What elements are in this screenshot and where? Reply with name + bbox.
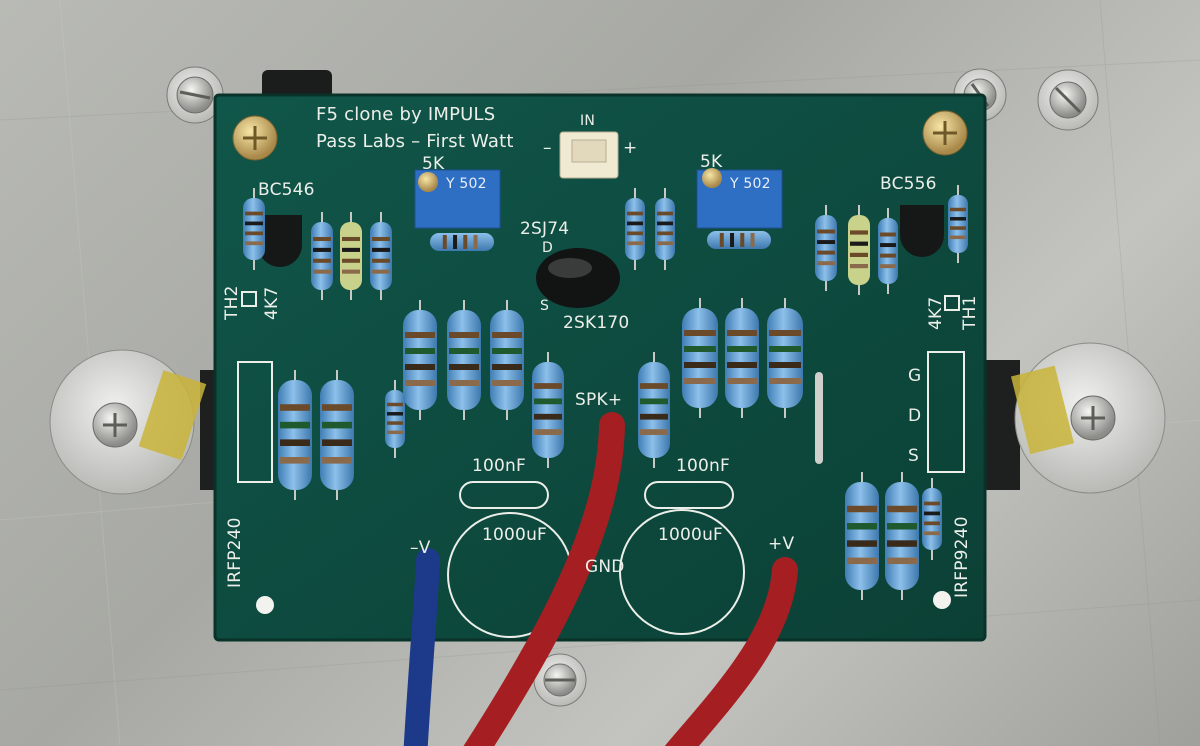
resistor — [885, 472, 919, 600]
mosfet-clamp-right — [1010, 342, 1166, 494]
mosfet-pads-left — [237, 361, 273, 483]
jfet-pair — [536, 248, 620, 308]
wire-positive-red — [664, 557, 798, 746]
pcb-screw-left — [232, 115, 278, 161]
bc546-label: BC546 — [258, 180, 315, 200]
cap-1000uf-right-label: 1000uF — [658, 525, 724, 545]
resistor — [725, 298, 759, 418]
resistor — [311, 212, 333, 300]
cap-100nf-right-label: 100nF — [676, 456, 731, 476]
transistor-bc546 — [258, 215, 302, 267]
cap-100nf-left-label: 100nF — [472, 456, 527, 476]
irfp9240-label: IRFP9240 — [952, 516, 972, 598]
transistor-bc556 — [900, 205, 944, 257]
resistor — [878, 208, 898, 294]
ntc-left-label: 4K7 — [262, 286, 282, 320]
resistor — [638, 352, 670, 468]
cap-100nf-left — [459, 481, 549, 509]
trimmer-left — [414, 169, 501, 229]
resistor — [948, 185, 968, 263]
pcb — [213, 93, 987, 642]
resistor — [655, 188, 675, 270]
trimmer-left-code: Y 502 — [446, 176, 487, 192]
th1-label: TH1 — [960, 295, 980, 330]
cap-1000uf-left-label: 1000uF — [482, 525, 548, 545]
negative-v-label: –V — [410, 538, 431, 558]
resistor — [845, 472, 879, 600]
pcb-screw-right — [922, 110, 968, 156]
board-title-line2: Pass Labs – First Watt — [316, 131, 514, 152]
resistor — [278, 370, 312, 500]
input-plus-label: + — [623, 138, 638, 158]
trimmer-right — [696, 168, 783, 229]
resistor — [815, 205, 837, 291]
trimmer-right-value: 5K — [700, 152, 723, 172]
resistor — [320, 370, 354, 500]
cap-1000uf-right — [619, 509, 745, 635]
plate-screw-top-right-2 — [1037, 69, 1099, 131]
mosfet-clamp-left — [49, 349, 207, 495]
resistor — [385, 380, 405, 458]
resistor — [767, 298, 803, 418]
th2-label: TH2 — [222, 285, 242, 320]
mosfet-right-pin-s: S — [908, 446, 919, 466]
resistor — [922, 478, 942, 560]
mosfet-tab-top — [262, 70, 332, 100]
resistor — [848, 205, 870, 295]
th2-outline — [241, 291, 257, 307]
resistor — [403, 300, 437, 420]
input-connector — [559, 131, 619, 179]
jfet-pin-d: D — [542, 240, 553, 256]
th1-outline — [944, 295, 960, 311]
mosfet-pads-right — [927, 351, 965, 473]
input-label: IN — [580, 113, 596, 129]
ntc-right-label: 4K7 — [926, 296, 946, 330]
jfet-bottom-label: 2SK170 — [563, 313, 630, 333]
resistor — [707, 231, 771, 249]
positive-v-label: +V — [768, 534, 795, 554]
spk-label: SPK+ — [575, 390, 623, 410]
gnd-label: GND — [585, 557, 625, 577]
resistor — [340, 212, 362, 300]
resistor — [430, 233, 494, 251]
cap-100nf-right — [644, 481, 734, 509]
mount-hole-bl — [256, 596, 274, 614]
trimmer-right-code: Y 502 — [730, 176, 771, 192]
resistor — [532, 352, 564, 468]
resistor — [625, 188, 645, 270]
wire-negative-blue — [403, 548, 440, 746]
resistor — [682, 298, 718, 418]
plate-screw-bottom — [533, 653, 587, 707]
mount-hole-br — [933, 591, 951, 609]
resistor — [370, 212, 392, 300]
jumper-wire — [815, 372, 823, 464]
plate-screw-top-left — [166, 66, 224, 124]
mosfet-right-pin-d: D — [908, 406, 922, 426]
resistor — [490, 300, 524, 420]
bc556-label: BC556 — [880, 174, 937, 194]
irfp240-label: IRFP240 — [225, 517, 245, 588]
jfet-top-label: 2SJ74 — [520, 219, 570, 239]
resistor — [447, 300, 481, 420]
wire-spk-red — [463, 412, 625, 746]
resistor — [243, 188, 265, 270]
mosfet-right-pin-g: G — [908, 366, 922, 386]
board-title-line1: F5 clone by IMPULS — [316, 104, 496, 125]
input-minus-label: – — [543, 138, 552, 158]
jfet-pin-s: S — [540, 298, 550, 314]
trimmer-left-value: 5K — [422, 154, 445, 174]
